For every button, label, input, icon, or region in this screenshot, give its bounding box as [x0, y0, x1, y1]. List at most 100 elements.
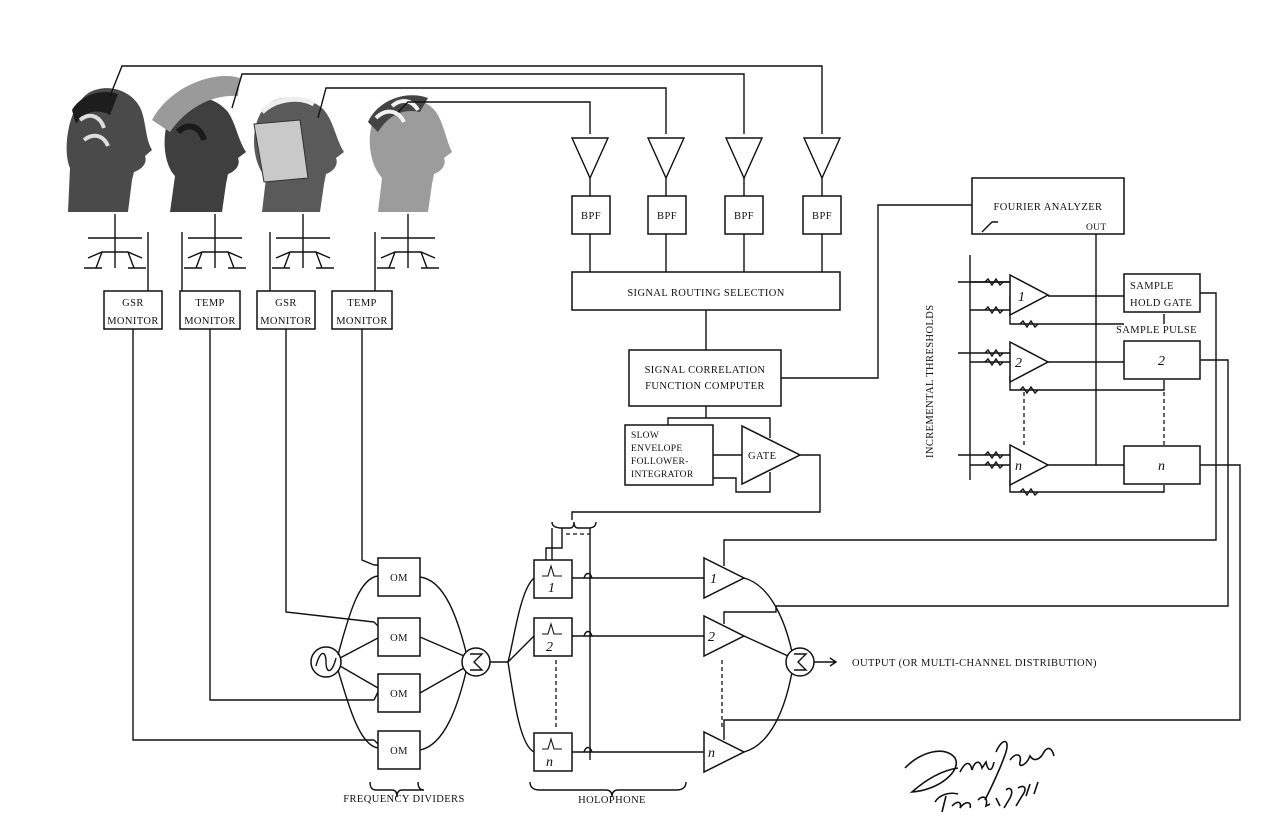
svg-text:MONITOR: MONITOR: [336, 316, 388, 327]
svg-text:SAMPLE: SAMPLE: [1130, 281, 1174, 292]
comparator-1-label: 1: [1018, 290, 1025, 305]
frequency-dividers-brace: [369, 781, 425, 798]
head-portrait-3: [253, 96, 344, 212]
holophone-label: HOLOPHONE: [578, 795, 646, 806]
summer-1: [461, 647, 491, 677]
svg-text:SIGNAL ROUTING SELECTION: SIGNAL ROUTING SELECTION: [627, 288, 784, 299]
monitor-temp-2: TEMP MONITOR: [331, 290, 393, 330]
gate-amplifier: GATE: [741, 424, 802, 486]
sample-hold-n: n: [1123, 445, 1201, 485]
comparator-2: [1009, 340, 1050, 384]
bpf-filter-2: BPF: [647, 195, 687, 235]
svg-text:BPF: BPF: [657, 211, 677, 222]
svg-text:OM: OM: [390, 746, 408, 757]
signal-routing-selection: SIGNAL ROUTING SELECTION: [571, 271, 841, 311]
summer-to-filter-wiring: [490, 577, 535, 753]
svg-text:BPF: BPF: [581, 211, 601, 222]
svg-text:2: 2: [1158, 354, 1165, 369]
bpf-filter-3: BPF: [724, 195, 764, 235]
sample-hold-2: 2: [1123, 340, 1201, 380]
comparator-2-label: 2: [1015, 356, 1022, 371]
svg-text:n: n: [546, 755, 553, 770]
sample-hold-gate: SAMPLE HOLD GATE: [1123, 273, 1201, 313]
preamp-row: [570, 137, 842, 272]
svg-text:1: 1: [710, 572, 717, 587]
svg-text:OM: OM: [390, 633, 408, 644]
svg-text:SIGNAL CORRELATION: SIGNAL CORRELATION: [645, 365, 766, 376]
om-to-summer-wiring: [419, 576, 467, 751]
frequency-dividers-label: FREQUENCY DIVIDERS: [343, 794, 464, 805]
output-summer: [785, 647, 815, 677]
svg-text:BPF: BPF: [734, 211, 754, 222]
wire-crossovers: [583, 572, 593, 753]
svg-text:SLOW: SLOW: [631, 431, 659, 441]
monitor-output-wiring: [132, 329, 375, 741]
svg-text:OM: OM: [390, 573, 408, 584]
head-portrait-2: [152, 75, 246, 212]
svg-text:INTEGRATOR: INTEGRATOR: [631, 470, 694, 480]
bpf-filter-4: BPF: [802, 195, 842, 235]
holophone-control-brace: [551, 521, 597, 529]
comparator-n-label: n: [1015, 459, 1022, 474]
svg-text:OM: OM: [390, 689, 408, 700]
signature: [904, 740, 1055, 813]
threshold-comparators: [958, 234, 1165, 497]
monitor-gsr-1: GSR MONITOR: [103, 290, 163, 330]
svg-text:FOURIER ANALYZER: FOURIER ANALYZER: [994, 202, 1103, 213]
vca-control-wiring: [723, 556, 777, 740]
svg-text:GSR: GSR: [122, 298, 144, 309]
correlation-split-wire: [667, 406, 771, 438]
sample-pulse-label: SAMPLE PULSE: [1116, 325, 1197, 336]
comparator-1: [1009, 273, 1050, 317]
holophone-filter-1: 1: [533, 559, 573, 599]
svg-text:2: 2: [546, 640, 553, 655]
bpf-filter-1: BPF: [571, 195, 611, 235]
svg-text:TEMP: TEMP: [347, 298, 377, 309]
hold-output-wiring: [723, 292, 1241, 721]
svg-text:FOLLOWER-: FOLLOWER-: [631, 457, 689, 467]
svg-text:1: 1: [548, 581, 555, 596]
threshold-continuation-dashes: [1023, 392, 1165, 445]
svg-text:2: 2: [708, 630, 715, 645]
oscillator: [310, 646, 342, 678]
correlation-to-fourier-wire: [781, 204, 972, 379]
svg-text:MONITOR: MONITOR: [107, 316, 159, 327]
monitor-gsr-2: GSR MONITOR: [256, 290, 316, 330]
svg-text:FUNCTION COMPUTER: FUNCTION COMPUTER: [645, 381, 765, 392]
vca-n: n: [703, 730, 746, 774]
svg-text:HOLD GATE: HOLD GATE: [1130, 298, 1192, 309]
holophone-filter-2: 2: [533, 617, 573, 657]
vca-1: 1: [703, 556, 746, 600]
svg-text:TEMP: TEMP: [195, 298, 225, 309]
svg-text:GSR: GSR: [275, 298, 297, 309]
vca-to-summer-wiring: [743, 577, 793, 753]
output-arrow: [814, 657, 838, 667]
output-label: OUTPUT (OR MULTI-CHANNEL DISTRIBUTION): [852, 658, 1097, 669]
svg-text:GATE: GATE: [748, 451, 776, 462]
svg-text:BPF: BPF: [812, 211, 832, 222]
svg-text:n: n: [1158, 459, 1165, 474]
holophone-control-wiring: [545, 528, 591, 760]
signal-correlation-computer: SIGNAL CORRELATION FUNCTION COMPUTER: [628, 349, 782, 407]
oscillator-fanout: [337, 564, 379, 749]
om-3: OM: [377, 673, 421, 713]
svg-text:ENVELOPE: ENVELOPE: [631, 444, 682, 454]
svg-text:MONITOR: MONITOR: [260, 316, 312, 327]
head-portrait-4: [368, 95, 452, 212]
holophone-brace: [529, 781, 687, 798]
monitor-temp-1: TEMP MONITOR: [179, 290, 241, 330]
holophone-filter-n: n: [533, 732, 573, 772]
om-2: OM: [377, 617, 421, 657]
om-1: OM: [377, 557, 421, 597]
filter-to-amp-wiring: [572, 577, 704, 753]
incremental-thresholds-label: INCREMENTAL THRESHOLDS: [925, 304, 936, 458]
svg-text:MONITOR: MONITOR: [184, 316, 236, 327]
fourier-analyzer: FOURIER ANALYZER OUT: [971, 177, 1125, 235]
vca-2: 2: [703, 614, 746, 658]
gate-wiring: [571, 454, 821, 520]
holophone-dashes: [555, 533, 590, 730]
electrode-symbols: [84, 214, 439, 291]
om-4: OM: [377, 730, 421, 770]
head-portrait-1: [66, 88, 152, 212]
